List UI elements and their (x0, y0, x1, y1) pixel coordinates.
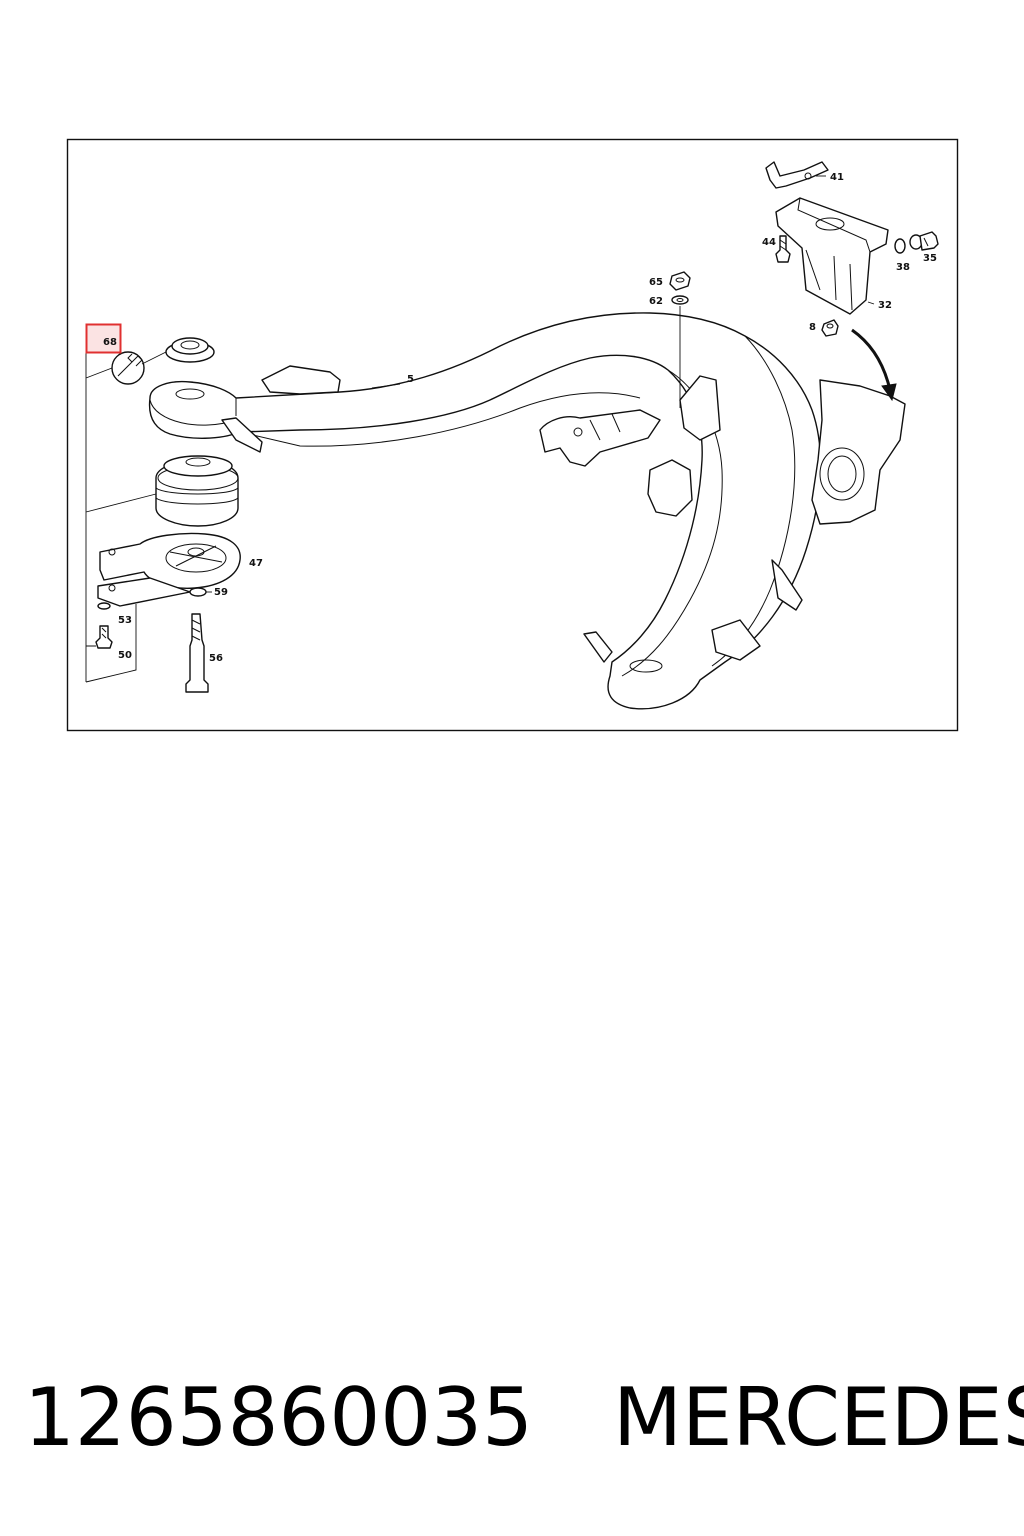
callout-32[interactable]: 32 (878, 300, 892, 311)
left-mount-bushing-stack (85, 337, 241, 693)
part-number: 1265860035 (24, 1371, 533, 1464)
callout-53[interactable]: 53 (118, 615, 132, 626)
callout-44[interactable]: 44 (762, 237, 776, 248)
callout-68[interactable]: 68 (103, 337, 117, 348)
brand-name: MERCEDES (612, 1371, 1024, 1464)
callout-5[interactable]: 5 (407, 374, 414, 385)
rear-axle-subframe (148, 312, 906, 710)
callout-8[interactable]: 8 (809, 322, 816, 333)
callout-59[interactable]: 59 (214, 587, 228, 598)
callout-65[interactable]: 65 (649, 277, 663, 288)
callout-38[interactable]: 38 (896, 262, 910, 273)
diagram-frame (66, 138, 959, 732)
callout-35[interactable]: 35 (923, 253, 937, 264)
callout-56[interactable]: 56 (209, 653, 223, 664)
exploded-parts-diagram: 68 5 41 44 38 35 32 65 62 8 47 59 53 50 … (66, 138, 959, 732)
callout-47[interactable]: 47 (249, 558, 263, 569)
callout-41[interactable]: 41 (830, 172, 844, 183)
callout-62[interactable]: 62 (649, 296, 663, 307)
callout-50[interactable]: 50 (118, 650, 132, 661)
footer-caption: 1265860035 MERCEDES (24, 1368, 1024, 1468)
highlight-box-68 (85, 323, 122, 354)
upper-mount-bracket-group (669, 161, 939, 408)
